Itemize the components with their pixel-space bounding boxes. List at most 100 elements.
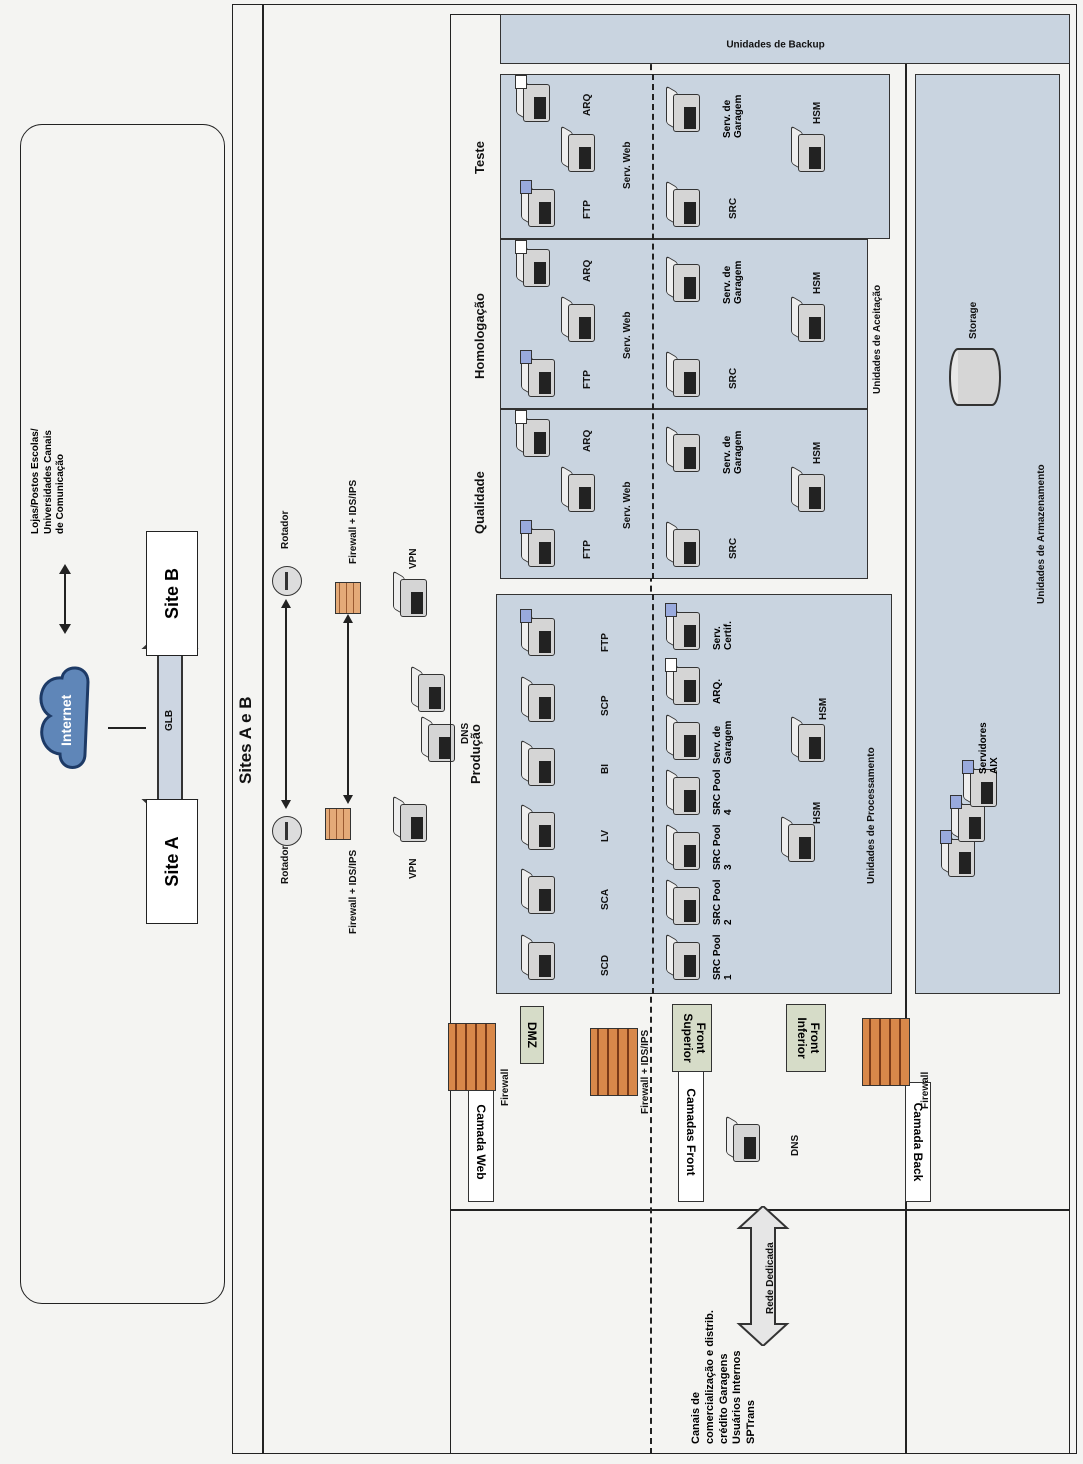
server-src-pool4-icon [665,768,703,817]
server-scp-icon [520,675,558,724]
qualidade-arq-label: ARQ [582,429,593,452]
teste-garagem-label: Serv. de Garagem [722,94,744,138]
homologacao-hsm-icon [790,295,828,344]
firewall-link-arrow [343,614,353,804]
homologacao-src-icon [665,350,703,399]
qualidade-servweb-icon [560,465,598,514]
front-inferior-tab: Front Inferior [786,1004,826,1072]
label-arq: ARQ. [712,679,723,704]
qualidade-hsm-label: HSM [812,441,823,464]
armazenamento-title: Unidades de Armazenamento [1036,464,1047,604]
dmz-tab: DMZ [520,1006,544,1064]
firewall-web-label: Firewall [500,1068,511,1106]
qualidade-garagem-icon [665,425,703,474]
vpn-left-label: VPN [408,858,419,879]
storage-label: Storage [968,301,979,339]
vpn-right-server-icon [392,570,430,619]
canais-label: Canais de comercialização e distrib. cré… [690,1310,757,1444]
homologacao-servweb-icon [560,295,598,344]
sites-title: Sites A e B [236,696,255,784]
glb-label: GLB [164,709,175,731]
firewall-front-label: Firewall + IDS/IPS [640,1029,651,1114]
homologacao-garagem-icon [665,255,703,304]
teste-hsm-label: HSM [812,101,823,124]
rotador-left-icon [272,816,302,846]
hsm-2-icon [790,715,828,764]
label-bi: BI [600,764,611,774]
env-web-front-divider [652,74,654,579]
rede-dedicada-label: Rede Dedicada [765,1242,776,1314]
qualidade-garagem-label: Serv. de Garagem [722,430,744,474]
firewall-back-icon [862,1018,910,1086]
server-bi-icon [520,739,558,788]
qualidade-title: Qualidade [472,471,487,534]
qualidade-servweb-label: Serv. Web [622,481,633,529]
server-src-pool3-icon [665,823,703,872]
firewall-ids-left-icon [325,808,351,840]
firewall-front-icon [590,1028,638,1096]
qualidade-ftp-icon [520,520,558,569]
label-ftp: FTP [600,633,611,652]
server-arq-icon [665,658,703,707]
producao-title: Produção [468,724,483,784]
homologacao-ftp-icon [520,350,558,399]
label-src-pool4: SRC Pool 4 [712,769,734,815]
teste-hsm-icon [790,125,828,174]
aceitacao-label: Unidades de Aceitação [872,284,883,394]
homologacao-arq-icon [515,240,553,289]
site-a-label: Site A [162,836,182,887]
teste-src-label: SRC [728,197,739,219]
qualidade-hsm-icon [790,465,828,514]
site-b-label: Site B [162,568,182,620]
homologacao-arq-label: ARQ [582,259,593,282]
label-lv: LV [600,829,611,842]
homologacao-servweb-label: Serv. Web [622,311,633,359]
front-dns-label: DNS [790,1134,801,1156]
rotador-right-icon [272,566,302,596]
producao-web-front-divider [652,594,654,994]
vpn-right-label: VPN [408,548,419,569]
qualidade-src-icon [665,520,703,569]
hsm-2-label: HSM [818,697,829,720]
site-b-box: Site B [146,531,198,656]
firewall-web-icon [448,1023,496,1091]
firewall-ids-right-icon [335,582,361,614]
server-certif-icon [665,603,703,652]
label-src-pool3: SRC Pool 3 [712,824,734,870]
server-lv-icon [520,803,558,852]
firewall-ids-right-label: Firewall + IDS/IPS [348,479,359,564]
firewall-ids-left-label: Firewall + IDS/IPS [348,849,359,934]
aix-servers-label: Servidores AIX [978,722,1000,774]
producao-footer: Unidades de Processamento [866,747,877,884]
teste-title: Teste [472,141,487,174]
server-scd-icon [520,933,558,982]
internet-external-arrow [59,564,71,634]
label-src-pool2: SRC Pool 2 [712,879,734,925]
backup-label: Unidades de Backup [726,39,825,51]
teste-arq-icon [515,75,553,124]
teste-servweb-icon [560,125,598,174]
label-src-pool1: SRC Pool 1 [712,934,734,980]
teste-ftp-label: FTP [582,200,593,219]
rede-dedicada-arrow [736,1206,790,1346]
label-scd: SCD [600,954,611,976]
qualidade-arq-icon [515,410,553,459]
firewall-back-label: Firewall [920,1071,931,1109]
homologacao-hsm-label: HSM [812,271,823,294]
homologacao-garagem-label: Serv. de Garagem [722,260,744,304]
label-sca: SCA [600,888,611,910]
label-certif: Serv. Certif. [712,621,734,650]
external-sites-label: Lojas/Postos Escolas/ Universidades Cana… [30,428,66,534]
dns-server-2-icon [410,665,448,714]
storage-icon [949,348,1001,406]
qualidade-src-label: SRC [728,537,739,559]
site-a-box: Site A [146,799,198,924]
teste-servweb-label: Serv. Web [622,141,633,189]
homologacao-ftp-label: FTP [582,370,593,389]
teste-ftp-icon [520,180,558,229]
homologacao-title: Homologação [472,293,487,379]
server-ftp-icon [520,609,558,658]
server-sca-icon [520,867,558,916]
server-src-pool2-icon [665,878,703,927]
